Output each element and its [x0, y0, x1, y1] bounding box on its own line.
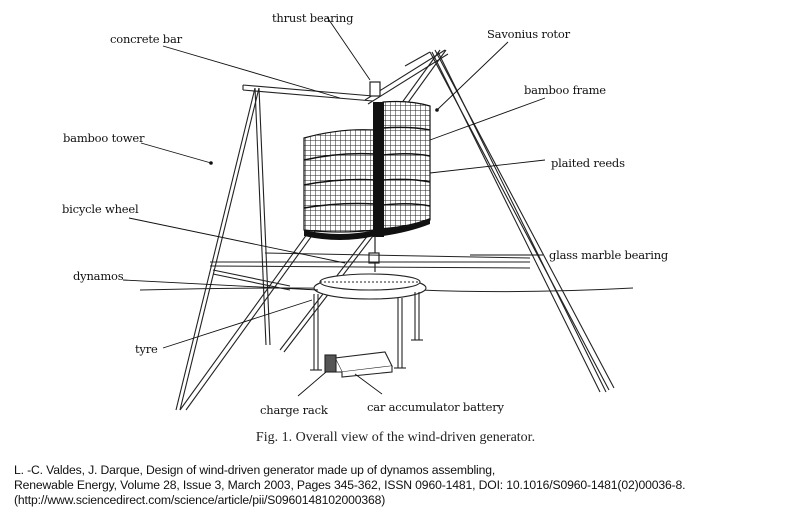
wind-generator-illustration: thrust bearing concrete bar Savonius rot…: [62, 11, 669, 417]
citation-line-2: Renewable Energy, Volume 28, Issue 3, Ma…: [14, 478, 686, 492]
label-dynamos: dynamos: [73, 269, 124, 283]
label-savonius-rotor: Savonius rotor: [487, 27, 571, 41]
dynamo-platform: [310, 273, 427, 371]
label-glass-marble-bearing: glass marble bearing: [549, 248, 669, 262]
label-thrust-bearing: thrust bearing: [272, 11, 354, 25]
tower-marker-dot: [209, 161, 213, 165]
car-accumulator-battery: [324, 351, 393, 378]
citation: L. -C. Valdes, J. Darque, Design of wind…: [14, 463, 686, 508]
bicycle-wheel-frame: [209, 252, 531, 269]
savonius-rotor: [303, 100, 431, 240]
leader-lines: [122, 16, 546, 397]
label-car-accumulator-battery: car accumulator battery: [367, 400, 505, 414]
label-bamboo-frame: bamboo frame: [524, 83, 606, 97]
citation-line-1: L. -C. Valdes, J. Darque, Design of wind…: [14, 463, 496, 477]
citation-url[interactable]: (http://www.sciencedirect.com/science/ar…: [14, 493, 386, 507]
label-concrete-bar: concrete bar: [110, 32, 183, 46]
label-tyre: tyre: [135, 342, 158, 356]
rotor-marker-dot: [435, 108, 439, 112]
left-bamboo-tower: [175, 84, 374, 411]
rotor-shaft: [368, 81, 381, 272]
label-bamboo-tower: bamboo tower: [63, 131, 145, 145]
label-bicycle-wheel: bicycle wheel: [62, 202, 139, 216]
label-plaited-reeds: plaited reeds: [551, 156, 625, 170]
figure-caption: Fig. 1. Overall view of the wind-driven …: [255, 430, 536, 445]
label-charge-rack: charge rack: [260, 403, 329, 417]
